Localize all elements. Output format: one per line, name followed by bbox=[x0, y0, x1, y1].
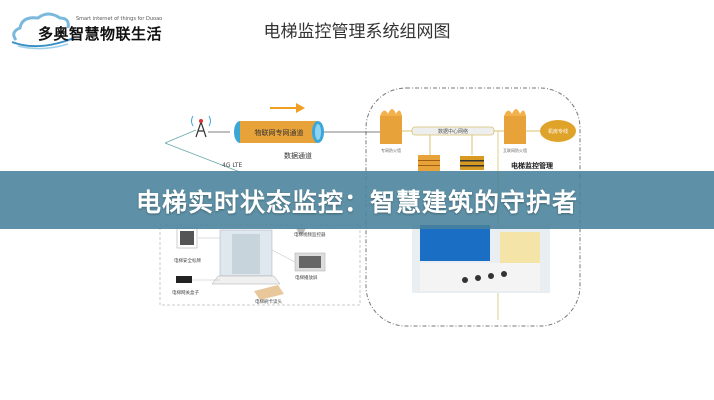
user-terminal-label: 机房专线 bbox=[548, 128, 568, 135]
diagram-title: 电梯监控管理系统组网图 bbox=[263, 22, 451, 42]
control-room-image bbox=[412, 225, 550, 293]
card-reader-icon bbox=[254, 285, 284, 300]
banner-headline: 电梯实时状态监控：智慧建筑的守护者 bbox=[135, 188, 578, 217]
logo: Smart internet of things for Duoao 多奥智慧物… bbox=[8, 10, 198, 50]
firewall-right-icon bbox=[504, 109, 526, 144]
firewall-left-icon bbox=[380, 109, 402, 144]
display-label: 电梯播放屏 bbox=[295, 274, 318, 281]
network-type-label: 4G LTE bbox=[222, 162, 243, 169]
iot-channel-label: 物联网专网通道 bbox=[255, 128, 304, 137]
elevator-car-image bbox=[211, 229, 281, 285]
server-left-icon bbox=[418, 155, 440, 171]
camera-icon bbox=[296, 228, 306, 234]
logo-name: 多奥智慧物联生活 bbox=[38, 25, 163, 43]
gateway-label: 电梯网关盒子 bbox=[172, 289, 199, 296]
data-channel-label: 数据通道 bbox=[284, 151, 312, 160]
logo-tagline: Smart internet of things for Duoao bbox=[76, 16, 163, 22]
cell-tower-icon bbox=[191, 115, 211, 138]
display-screen-icon bbox=[294, 252, 326, 272]
iot-pipe bbox=[234, 121, 324, 143]
firewall-left-label: 专网防火墙 bbox=[381, 147, 401, 153]
datacenter-network-label: 数据中心网络 bbox=[438, 128, 468, 135]
cloud-logo-icon bbox=[11, 12, 75, 50]
platform-label-line1: 电梯监控管理 bbox=[511, 161, 553, 170]
camera-label: 电梯视频监控器 bbox=[294, 231, 326, 238]
cloud-icon bbox=[540, 120, 576, 142]
firewall-right-label: 互联网防火墙 bbox=[503, 147, 527, 153]
title-banner bbox=[0, 171, 714, 229]
data-flow-arrow-icon bbox=[270, 103, 305, 113]
server-right-icon bbox=[460, 156, 484, 170]
card-reader-label: 电梯刷卡读头 bbox=[255, 298, 282, 305]
qr-code-icon bbox=[176, 227, 198, 249]
qr-code-label: 电梯安全标牌 bbox=[174, 257, 201, 264]
gateway-box-icon bbox=[176, 276, 192, 283]
